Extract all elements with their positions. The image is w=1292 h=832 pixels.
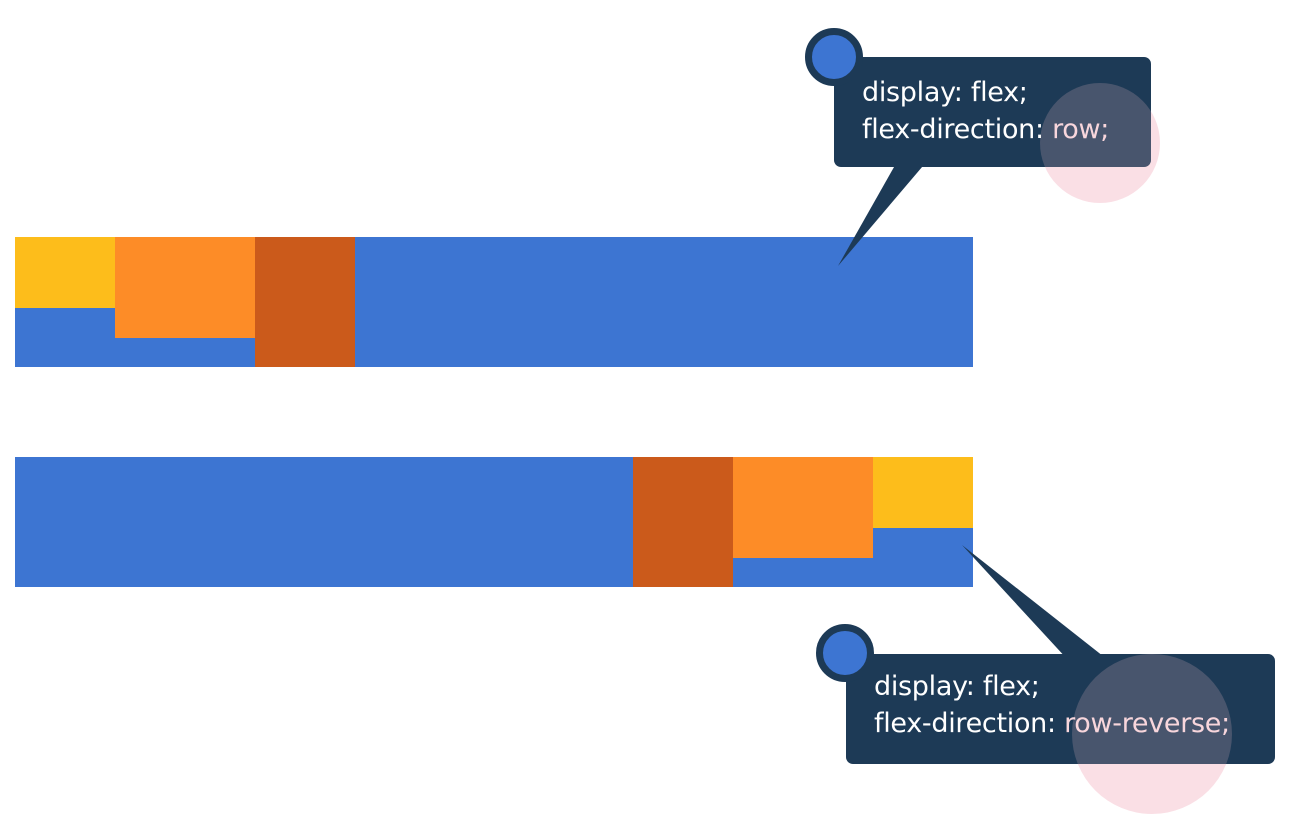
flex-item-3 [633, 457, 733, 587]
code-line-display: display: flex; [874, 671, 1040, 702]
flex-item-3 [255, 237, 355, 367]
flex-item-2 [115, 237, 255, 338]
callout-row: display: flex; flex-direction: row; [834, 57, 1151, 167]
property-name: flex-direction: [862, 114, 1053, 145]
flex-item-1 [873, 457, 973, 528]
code-line-flex-direction: flex-direction: row; [862, 111, 1151, 148]
flex-item-2 [733, 457, 873, 558]
code-line-display: display: flex; [862, 77, 1028, 108]
callout-badge-row [805, 28, 863, 86]
callout-row-reverse: display: flex; flex-direction: row-rever… [846, 654, 1275, 764]
callout-pointer-row-reverse [962, 545, 1108, 660]
property-name: flex-direction: [874, 708, 1065, 739]
flex-container-row [15, 237, 973, 367]
property-value: row; [1052, 114, 1110, 145]
flex-container-row-reverse [15, 457, 973, 587]
callout-badge-row-reverse [816, 624, 874, 682]
property-value: row-reverse; [1064, 708, 1230, 739]
flex-item-1 [15, 237, 115, 308]
code-line-flex-direction: flex-direction: row-reverse; [874, 705, 1275, 742]
